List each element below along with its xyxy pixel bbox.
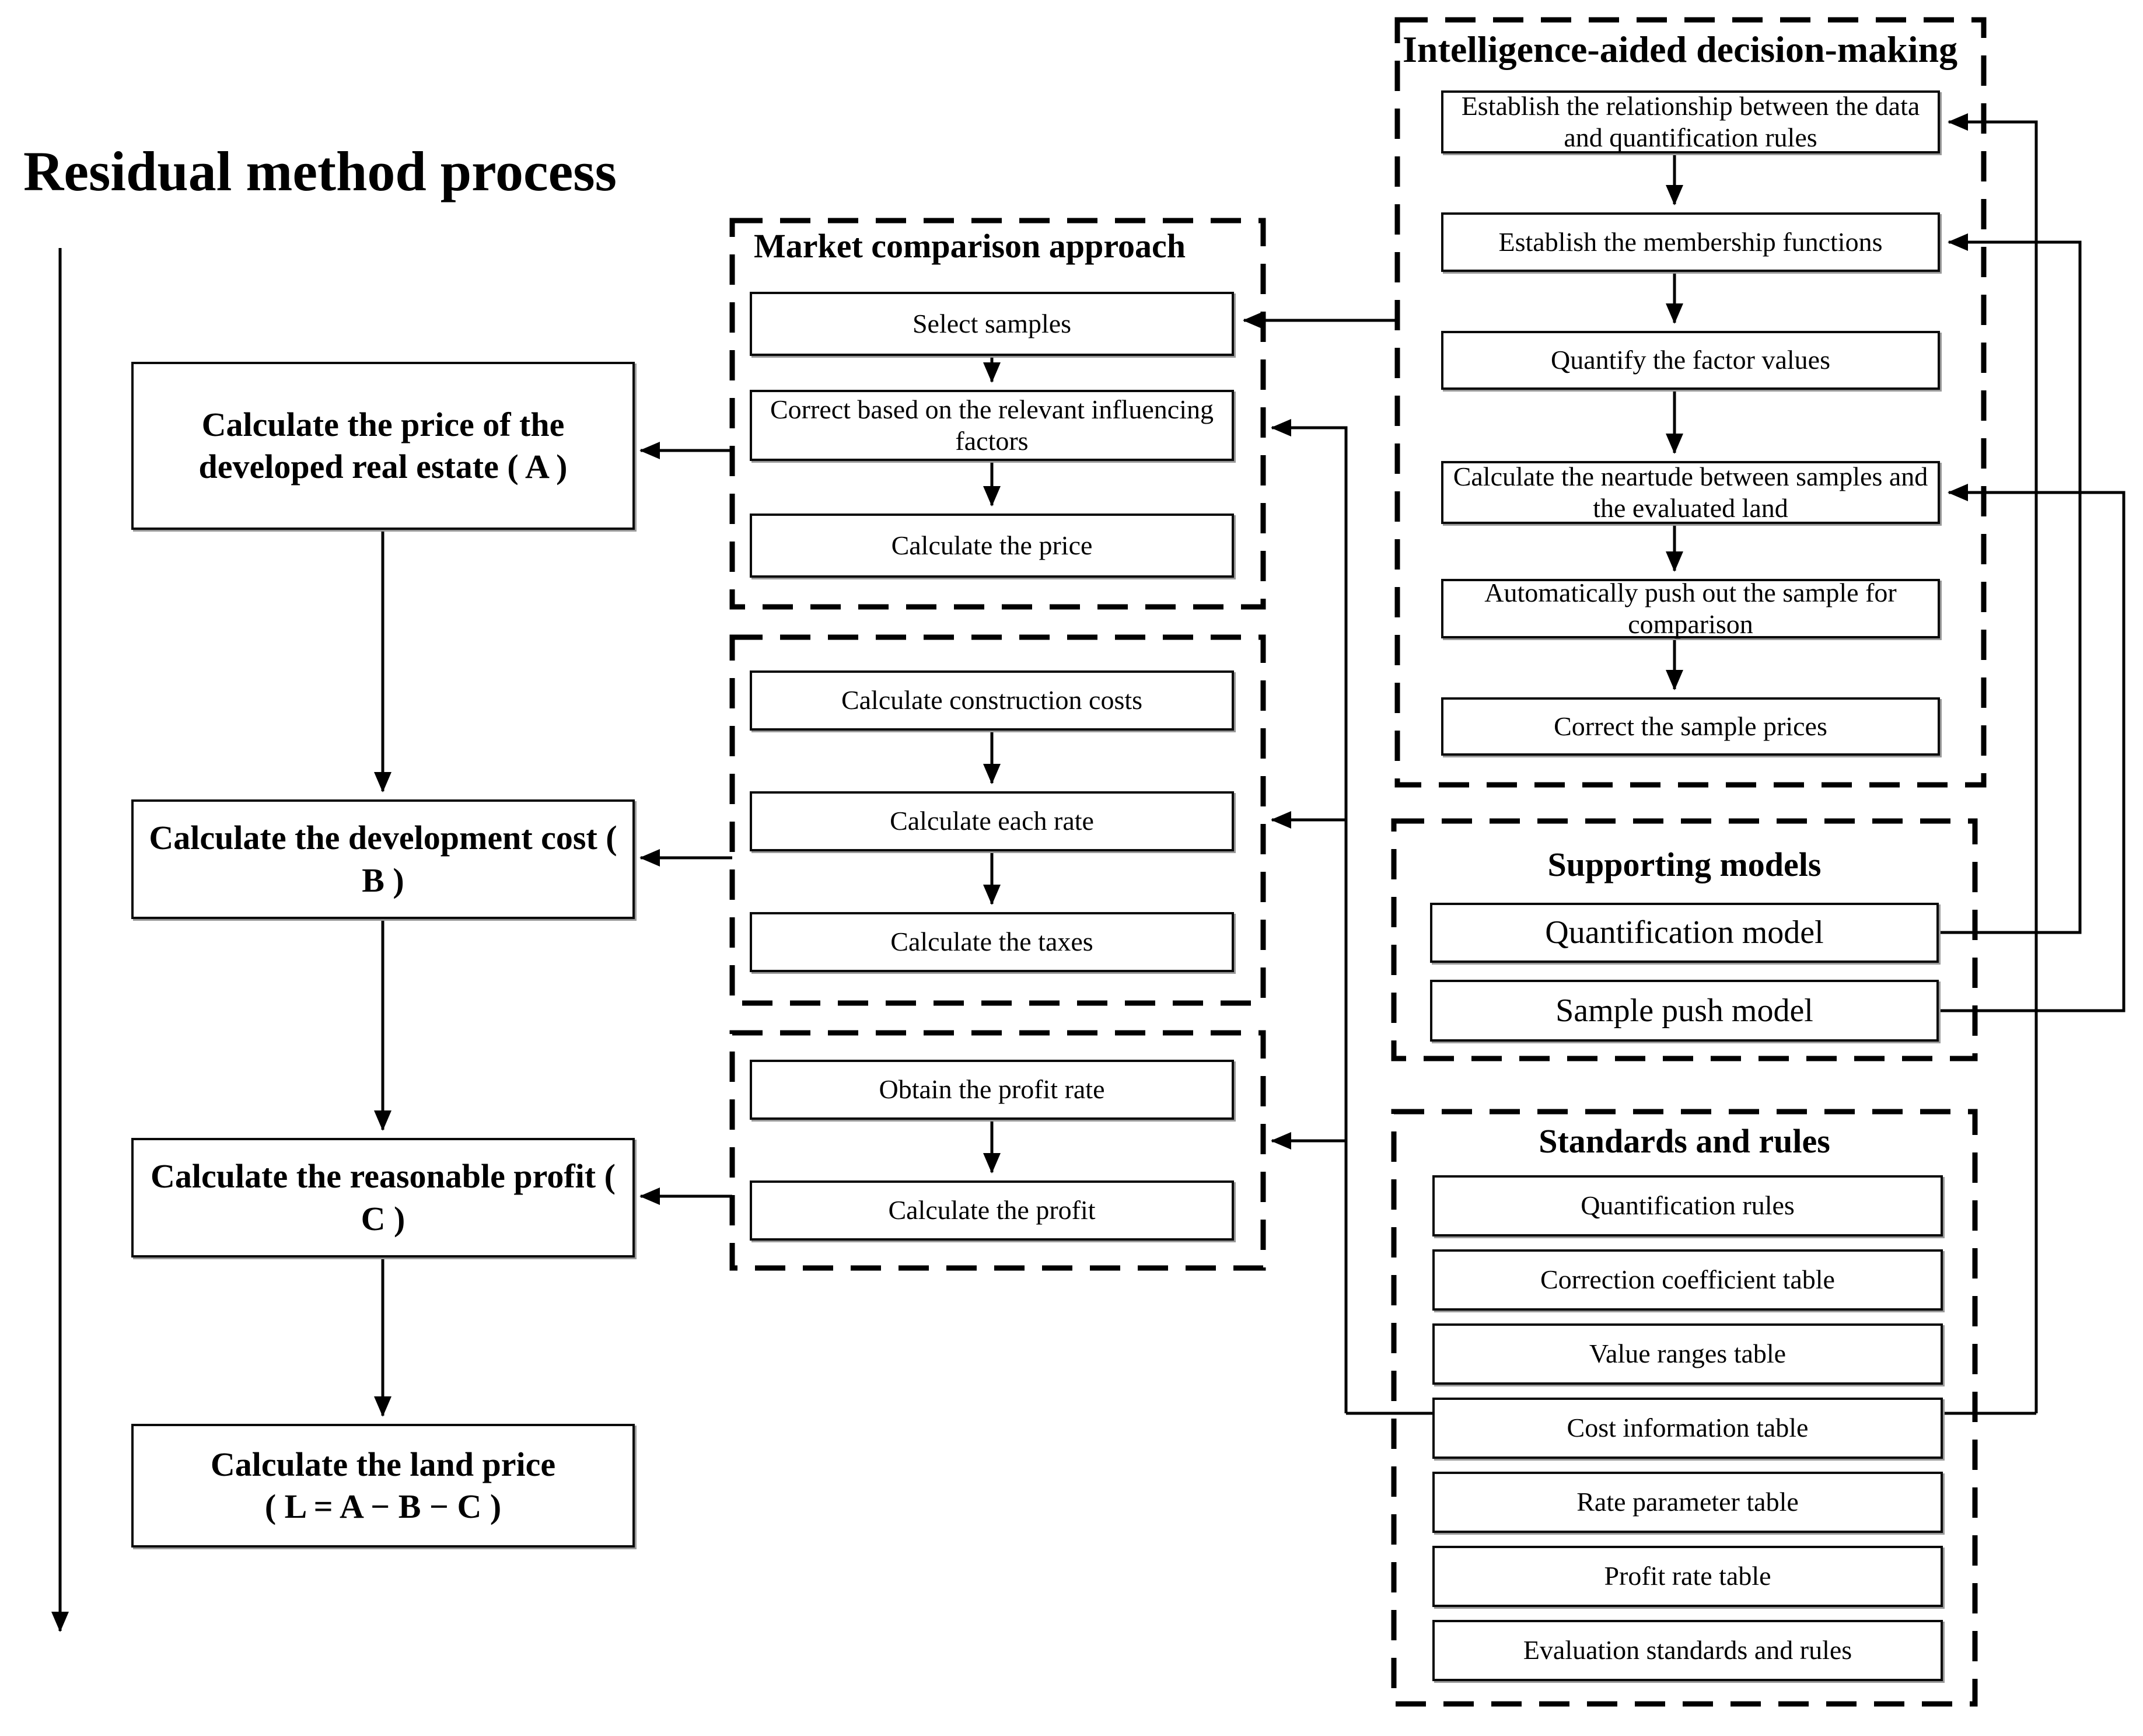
box-label: Calculate the profit xyxy=(888,1195,1096,1225)
box-calculate-the-profit: Calculate the profit xyxy=(750,1180,1234,1241)
box-quantification-rules: Quantification rules xyxy=(1432,1175,1943,1236)
supporting-models-frame xyxy=(1391,818,1978,1061)
box-label: Calculate the price xyxy=(891,530,1093,560)
box-cost-information-table: Cost information table xyxy=(1432,1398,1943,1459)
box-label-line1: Calculate the land price xyxy=(210,1445,556,1483)
box-establish-membership-functions: Establish the membership functions xyxy=(1441,212,1940,272)
box-label: Calculate construction costs xyxy=(841,685,1143,715)
box-price-developed-real-estate: Calculate the price of the developed rea… xyxy=(131,362,635,530)
box-label: Evaluation standards and rules xyxy=(1523,1635,1852,1665)
box-label: Obtain the profit rate xyxy=(879,1074,1105,1105)
box-label: Select samples xyxy=(912,308,1072,338)
standards-rules-frame xyxy=(1391,1109,1978,1707)
standards-rules-title: Standards and rules xyxy=(1539,1122,1830,1160)
box-rate-parameter-table: Rate parameter table xyxy=(1432,1472,1943,1533)
box-label: Calculate the taxes xyxy=(890,927,1093,957)
rail-a-to-establish-relationship xyxy=(1947,113,2038,1413)
market-comparison-frame xyxy=(729,218,1266,610)
intelligence-frame xyxy=(1394,17,1987,788)
box-calculate-the-price: Calculate the price xyxy=(750,514,1234,578)
box-automatically-push-sample: Automatically push out the sample for co… xyxy=(1441,577,1940,639)
page-title: Residual method process xyxy=(23,140,617,202)
box-label: Quantify the factor values xyxy=(1551,345,1830,375)
box-label-line2: ( L = A − B − C ) xyxy=(264,1487,502,1525)
box-value-ranges-table: Value ranges table xyxy=(1432,1323,1943,1385)
box-quantify-factor-values: Quantify the factor values xyxy=(1441,331,1940,390)
box-development-cost: Calculate the development cost ( B ) xyxy=(131,799,635,919)
profit-group-frame xyxy=(729,1030,1266,1271)
box-label: Calculate the price of the developed rea… xyxy=(198,405,568,486)
box-label: Quantification rules xyxy=(1581,1190,1795,1221)
box-obtain-profit-rate: Obtain the profit rate xyxy=(750,1060,1234,1120)
box-construction-costs: Calculate construction costs xyxy=(750,670,1234,731)
box-sample-push-model: Sample push model xyxy=(1430,980,1939,1042)
box-label: Calculate the development cost ( B ) xyxy=(149,819,617,899)
box-calculate-each-rate: Calculate each rate xyxy=(750,791,1234,851)
supporting-models-title: Supporting models xyxy=(1547,846,1822,883)
rail-b-quantification-model xyxy=(1939,233,2082,934)
intelligence-title: Intelligence-aided decision-making xyxy=(1403,29,1958,70)
box-label: Correct the sample prices xyxy=(1554,711,1827,741)
box-label: Cost information table xyxy=(1567,1413,1809,1443)
box-establish-relationship: Establish the relationship between the d… xyxy=(1441,90,1940,153)
box-label: Calculate each rate xyxy=(890,806,1094,836)
box-label: Rate parameter table xyxy=(1576,1487,1799,1517)
rail-c-sample-push-model xyxy=(1939,484,2125,1012)
box-correct-influencing-factors: Correct based on the relevant influencin… xyxy=(750,390,1234,461)
box-label: Quantification model xyxy=(1545,914,1824,951)
box-label: Value ranges table xyxy=(1589,1339,1787,1369)
box-land-price: Calculate the land price ( L = A − B − C… xyxy=(131,1424,635,1548)
box-calculate-neartude: Calculate the neartude between samples a… xyxy=(1441,461,1940,524)
box-label: Profit rate table xyxy=(1604,1561,1771,1591)
box-label: Calculate the neartude between samples a… xyxy=(1453,461,1928,523)
box-label: Calculate the reasonable profit ( C ) xyxy=(151,1157,616,1238)
box-correct-sample-prices: Correct the sample prices xyxy=(1441,697,1940,756)
box-select-samples: Select samples xyxy=(750,292,1234,356)
box-reasonable-profit: Calculate the reasonable profit ( C ) xyxy=(131,1138,635,1258)
box-label: Sample push model xyxy=(1555,992,1813,1029)
box-label: Correction coefficient table xyxy=(1540,1265,1835,1295)
box-quantification-model: Quantification model xyxy=(1430,903,1939,963)
cost-group-frame xyxy=(729,634,1266,1006)
box-profit-rate-table: Profit rate table xyxy=(1432,1546,1943,1607)
box-label: Automatically push out the sample for co… xyxy=(1484,577,1897,639)
box-evaluation-standards-rules: Evaluation standards and rules xyxy=(1432,1620,1943,1681)
box-calculate-the-taxes: Calculate the taxes xyxy=(750,912,1234,972)
box-label: Correct based on the relevant influencin… xyxy=(770,394,1214,456)
rail-left-to-correct-arrow xyxy=(1270,419,1348,1413)
box-correction-coefficient-table: Correction coefficient table xyxy=(1432,1249,1943,1311)
box-label: Establish the relationship between the d… xyxy=(1461,90,1920,152)
market-comparison-title: Market comparison approach xyxy=(754,227,1186,265)
box-label: Establish the membership functions xyxy=(1498,226,1883,257)
